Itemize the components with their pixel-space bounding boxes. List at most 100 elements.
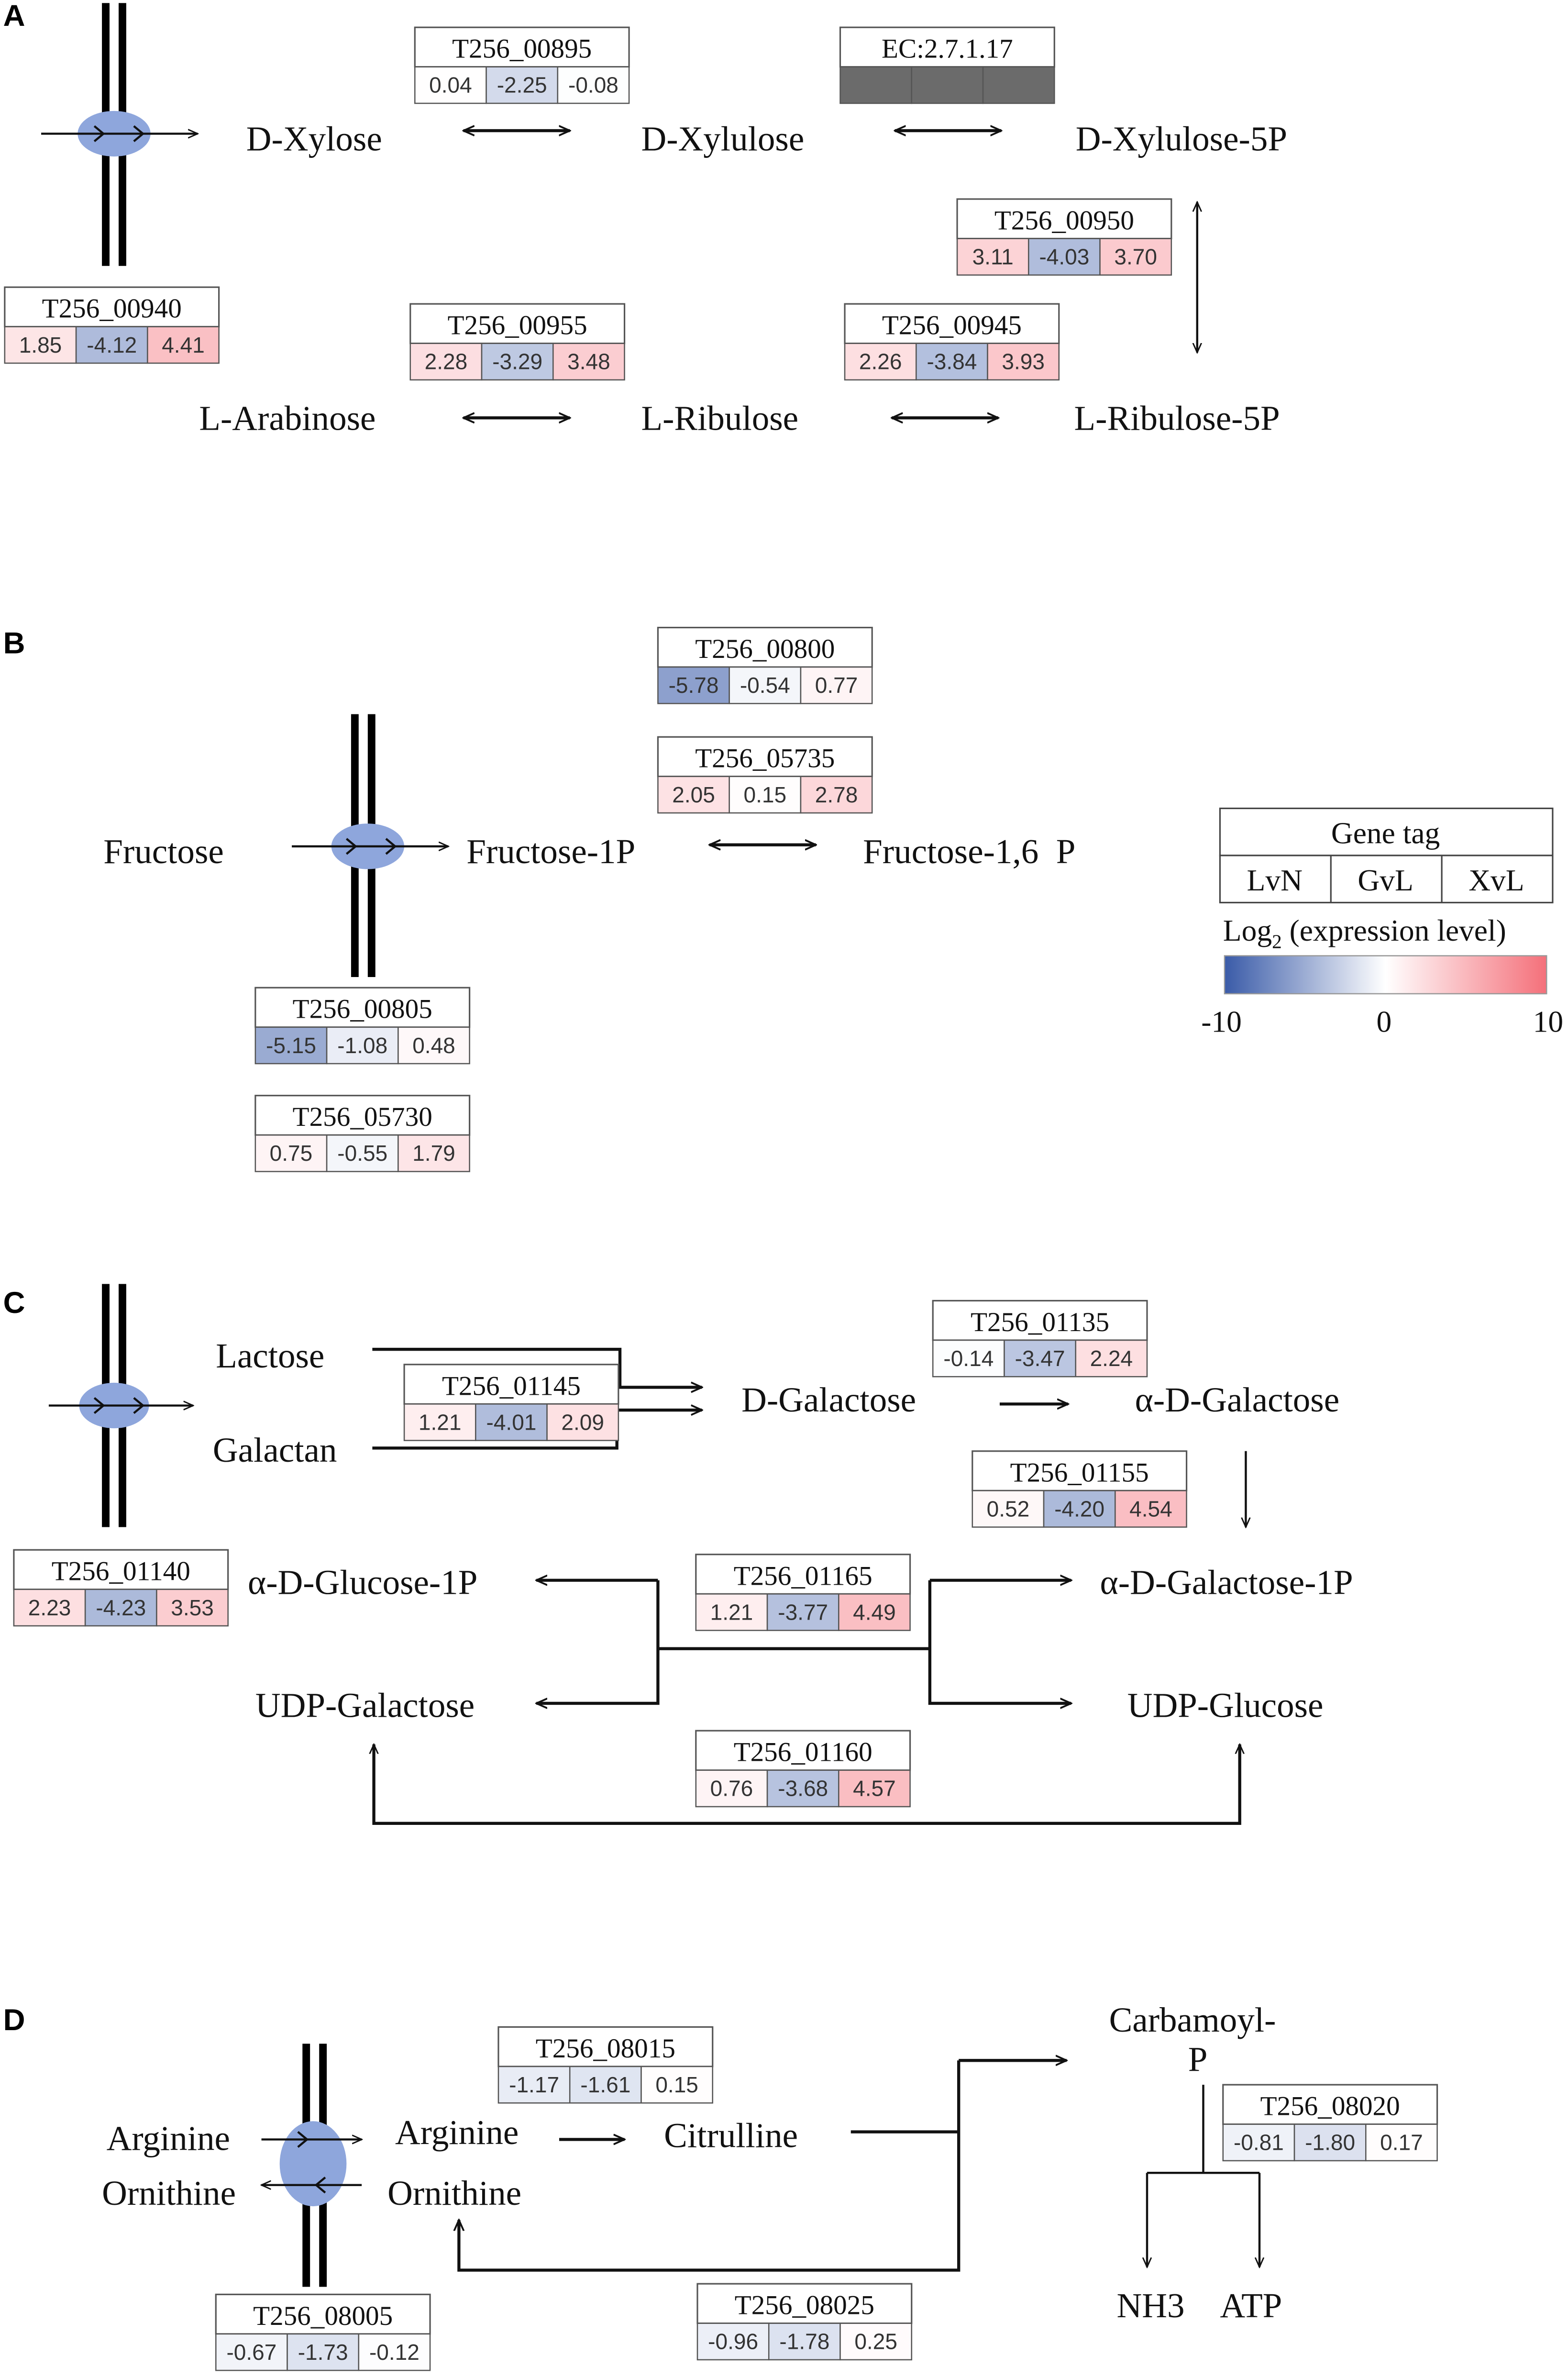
expression-cell [1115, 1490, 1187, 1528]
gene-box-header [254, 987, 471, 1028]
gene-box-header [844, 303, 1060, 344]
gene-box-header [972, 1450, 1188, 1491]
expression-cell [481, 343, 554, 381]
expression-cell [398, 1026, 470, 1065]
color-scale-bar [1224, 955, 1547, 995]
expression-cell [800, 776, 873, 814]
gene-id: T256_00955 [448, 311, 587, 341]
expression-value: -0.12 [369, 2340, 420, 2365]
expression-value: -4.12 [87, 333, 137, 357]
gene-box-header [1222, 2084, 1438, 2125]
gene-id: T256_01135 [971, 1307, 1109, 1337]
expression-cell [766, 1593, 839, 1631]
gene-box-header [215, 2293, 431, 2335]
expression-cell [287, 2333, 360, 2371]
expression-value: -1.78 [779, 2329, 829, 2354]
expression-value: -2.25 [497, 73, 547, 98]
expression-value: -1.61 [580, 2072, 630, 2097]
expression-cell [497, 2066, 571, 2104]
legend-column: LvN [1247, 863, 1303, 897]
gene-id: T256_00945 [882, 311, 1022, 341]
expression-value: -5.78 [669, 673, 719, 698]
expression-cell [982, 66, 1055, 104]
expression-value: -1.17 [509, 2072, 559, 2097]
expression-cell [569, 2066, 642, 2104]
expression-cell [987, 343, 1060, 381]
gene-id: T256_08025 [735, 2290, 874, 2321]
expression-value: -5.15 [266, 1033, 316, 1058]
membrane-transporter-icon [48, 1284, 193, 1527]
metabolite-alpha-d-galactose-1p: α-D-Galactose-1P [1100, 1563, 1353, 1601]
expression-value: -0.54 [740, 673, 790, 698]
expression-value: 0.17 [1380, 2130, 1423, 2155]
gene-box-header [4, 286, 220, 328]
metabolite-arginine-outside: Arginine [107, 2119, 230, 2158]
expression-cell [838, 1769, 911, 1808]
legend-column: XvL [1469, 863, 1524, 897]
expression-cell [546, 1403, 619, 1441]
expression-value: 4.57 [853, 1776, 896, 1801]
gene-id: T256_01155 [1010, 1457, 1149, 1488]
expression-value: 4.54 [1129, 1496, 1172, 1521]
gene-id: T256_00895 [452, 34, 592, 64]
expression-cell [358, 2333, 431, 2371]
metabolite-d-galactose: D-Galactose [741, 1380, 916, 1419]
expression-cell [695, 1593, 768, 1631]
expression-value: -3.77 [778, 1600, 828, 1624]
expression-cell [839, 66, 913, 104]
legend-tick: 10 [1533, 1004, 1564, 1038]
gene-box-header [696, 2283, 913, 2324]
metabolite-lactose: Lactose [216, 1336, 324, 1375]
gene-box-header [414, 26, 630, 68]
expression-value: -0.55 [337, 1141, 387, 1166]
legend: Gene tag LvN GvL XvL Log2 (expression le… [1201, 807, 1564, 1038]
expression-cell [1222, 2123, 1295, 2162]
expression-value: 3.48 [567, 349, 610, 374]
expression-value: 1.79 [412, 1141, 455, 1166]
metabolite-alpha-d-galactose: α-D-Galactose [1135, 1380, 1340, 1419]
expression-cell [844, 343, 917, 381]
expression-value: 0.52 [987, 1496, 1030, 1521]
panel-b: B Fructose Fructose-1P Fructose-1,6 P Ge… [3, 627, 1563, 1039]
gene-id: T256_08005 [253, 2301, 393, 2331]
metabolite-udp-glucose: UDP-Glucose [1127, 1686, 1324, 1725]
expression-cell [657, 776, 730, 814]
expression-cell [839, 2322, 913, 2361]
metabolite-ornithine-outside: Ornithine [102, 2174, 236, 2212]
expression-cell [215, 2333, 288, 2371]
metabolite-fructose-16p: Fructose-1,6 P [863, 832, 1075, 871]
legend-column: GvL [1358, 863, 1413, 897]
expression-value: 0.76 [710, 1776, 753, 1801]
gene-box-header [695, 1730, 911, 1771]
expression-cell [147, 326, 220, 364]
gene-box: T256_08005-0.67-1.73-0.12 [215, 2293, 431, 2371]
metabolite-l-ribulose: L-Ribulose [641, 399, 798, 438]
expression-cell [486, 66, 559, 104]
panel-label-d: D [3, 2003, 25, 2037]
expression-cell [414, 66, 487, 104]
expression-value: -3.84 [927, 349, 977, 374]
expression-value: 2.24 [1090, 1346, 1133, 1371]
expression-cell [552, 343, 625, 381]
expression-cell [695, 1769, 768, 1808]
panel-label-b: B [3, 627, 25, 660]
expression-value: -0.96 [708, 2329, 758, 2354]
expression-cell [729, 776, 802, 814]
metabolite-udp-galactose: UDP-Galactose [255, 1686, 475, 1725]
gene-id: T256_00805 [293, 994, 432, 1024]
expression-cell [403, 1403, 476, 1441]
expression-value: -3.29 [492, 349, 542, 374]
reaction-arrows [459, 2060, 1259, 2272]
expression-cell [326, 1134, 399, 1172]
metabolite-carbamoyl-p: Carbamoyl- [1109, 2000, 1276, 2039]
membrane-transporter-icon [41, 3, 198, 266]
